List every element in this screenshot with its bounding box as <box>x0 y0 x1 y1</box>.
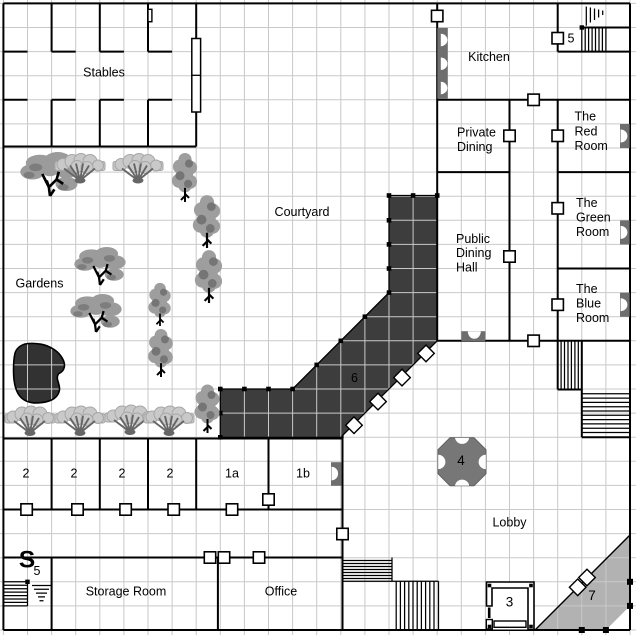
svg-text:Gardens: Gardens <box>16 277 64 291</box>
svg-text:5: 5 <box>568 32 575 46</box>
svg-text:5: 5 <box>34 564 41 578</box>
svg-text:1a: 1a <box>225 467 239 481</box>
svg-text:Office: Office <box>265 585 297 599</box>
svg-text:2: 2 <box>119 467 126 481</box>
svg-text:S: S <box>19 546 35 573</box>
svg-text:Courtyard: Courtyard <box>275 205 330 219</box>
svg-text:2: 2 <box>71 467 78 481</box>
svg-text:Room: Room <box>576 225 609 239</box>
svg-text:4: 4 <box>457 453 465 468</box>
svg-text:Dining: Dining <box>456 246 491 260</box>
svg-text:1b: 1b <box>296 467 310 481</box>
svg-text:Hall: Hall <box>456 260 478 274</box>
svg-text:Kitchen: Kitchen <box>468 50 510 64</box>
svg-text:Dining: Dining <box>457 140 492 154</box>
svg-text:Stables: Stables <box>83 66 125 80</box>
svg-text:The: The <box>576 196 598 210</box>
svg-text:Blue: Blue <box>576 297 601 311</box>
svg-text:The: The <box>575 110 597 124</box>
svg-text:Red: Red <box>575 124 598 138</box>
svg-text:Public: Public <box>456 232 490 246</box>
svg-text:Storage Room: Storage Room <box>86 585 167 599</box>
svg-text:7: 7 <box>588 588 596 603</box>
svg-text:3: 3 <box>506 595 514 610</box>
svg-text:Room: Room <box>575 139 608 153</box>
svg-text:The: The <box>576 282 598 296</box>
svg-text:2: 2 <box>23 467 30 481</box>
svg-text:Private: Private <box>457 125 496 139</box>
svg-text:Green: Green <box>576 211 611 225</box>
svg-text:6: 6 <box>351 371 358 385</box>
svg-text:2: 2 <box>167 467 174 481</box>
svg-text:Lobby: Lobby <box>492 516 527 530</box>
svg-text:Room: Room <box>576 311 609 325</box>
